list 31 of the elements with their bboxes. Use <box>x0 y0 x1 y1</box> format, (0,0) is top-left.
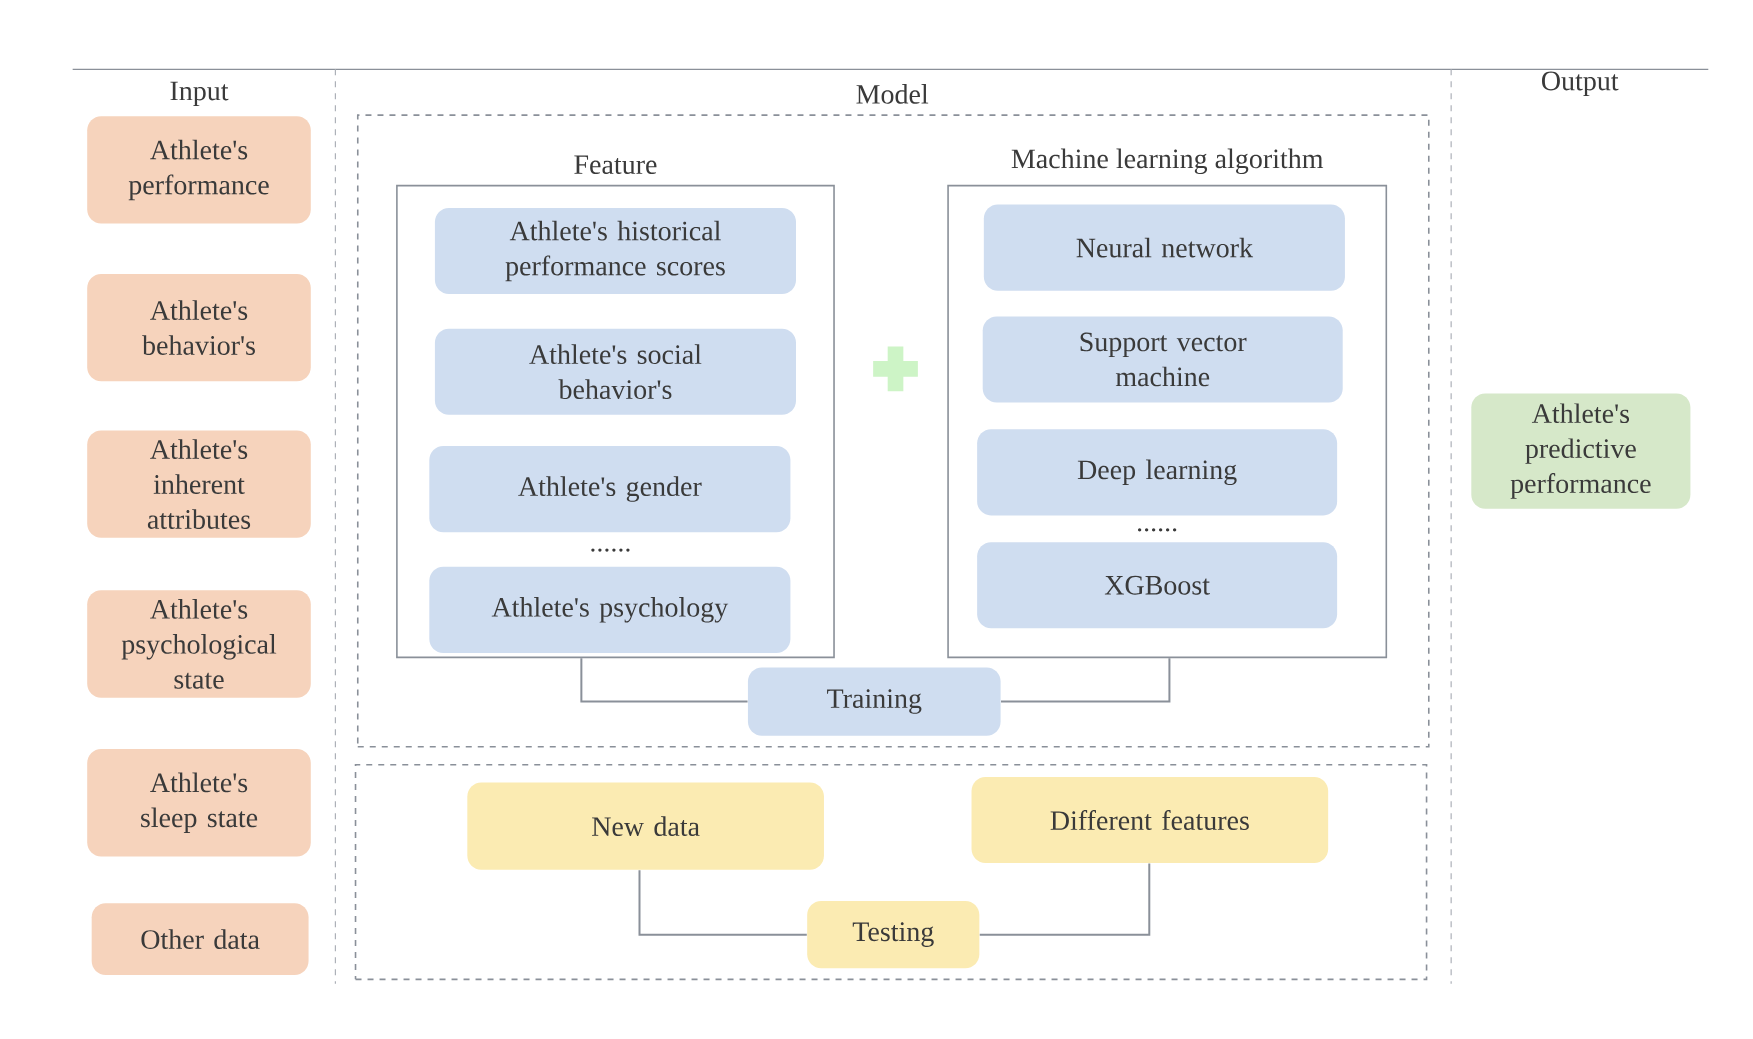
process-box: Athlete's psychological state <box>87 590 311 698</box>
ellipsis: ...... <box>1138 528 1177 532</box>
process-box: New data <box>467 782 824 870</box>
node-label: Feature <box>574 155 657 175</box>
connector <box>1000 657 1171 703</box>
process-box: Different features <box>971 777 1329 864</box>
ellipsis: ...... <box>591 548 630 552</box>
process-box: Deep learning <box>977 429 1338 516</box>
process-box: Athlete's performance <box>87 116 311 224</box>
process-box: Athlete's psychology <box>429 567 791 654</box>
process-box: Support vector machine <box>982 316 1343 403</box>
process-box: Athlete's predictive performance <box>1471 393 1691 509</box>
process-box: Athlete's sleep state <box>87 749 311 857</box>
column-heading: Output <box>1542 71 1619 97</box>
dashed-region <box>356 114 1430 748</box>
process-box: Athlete's inherent attributes <box>87 430 311 538</box>
process-box: Training <box>747 667 1001 736</box>
process-box: Other data <box>91 903 309 976</box>
connector <box>978 862 1151 936</box>
dashed-region <box>354 764 1428 981</box>
process-box: Neural network <box>983 204 1345 291</box>
process-box: Athlete's behavior's <box>87 274 311 382</box>
process-box: Athlete's gender <box>429 446 791 533</box>
connector <box>580 657 749 703</box>
node-label: Machine learning algorithm <box>1011 148 1324 175</box>
process-box: Athlete's social behavior's <box>434 328 796 415</box>
process-box: Testing <box>807 901 980 969</box>
connector <box>638 869 808 936</box>
process-box: Athlete's historical performance scores <box>434 208 796 295</box>
column-heading: Model <box>856 84 929 104</box>
process-box: XGBoost <box>977 542 1338 629</box>
